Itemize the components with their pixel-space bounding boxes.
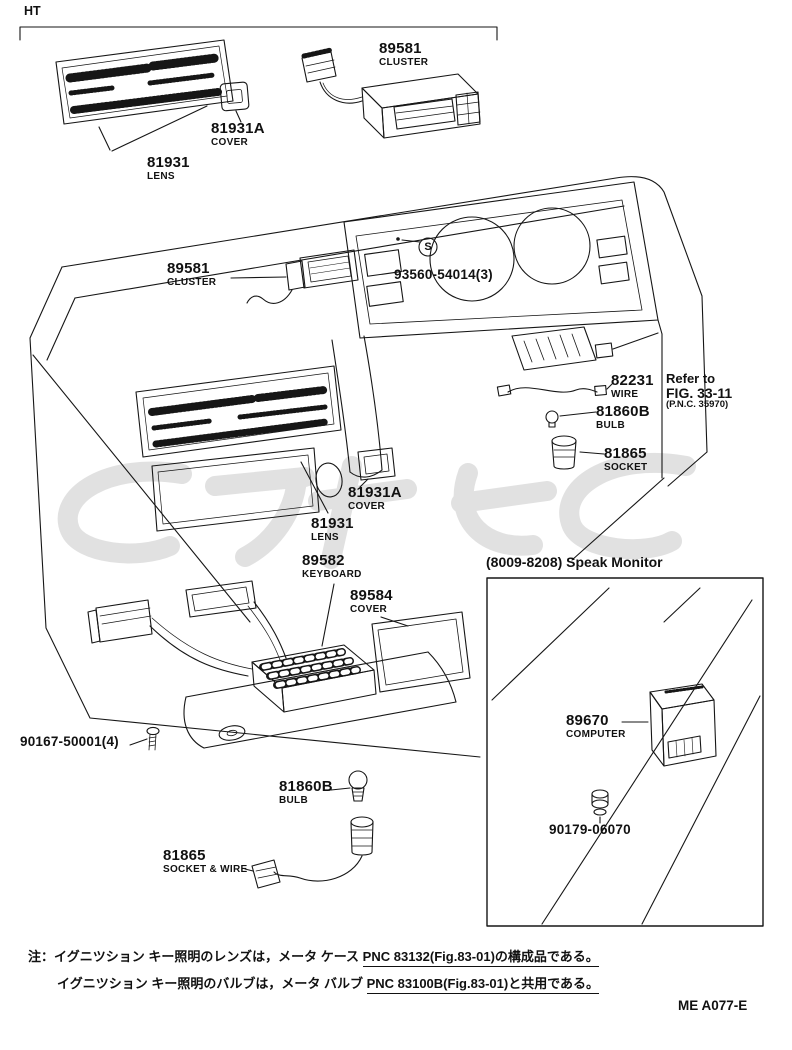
label-grommet: 90179-06070 [549, 822, 631, 837]
module-part [185, 580, 287, 661]
cover-part-top [219, 81, 250, 123]
screw-symbol-s: S [421, 240, 435, 254]
part-number: 89581 [167, 260, 210, 277]
speak-monitor-title-text: (8009-8208) Speak Monitor [486, 554, 663, 570]
part-number: 93560-54014(3) [394, 267, 493, 282]
footnote-1-prefix: 注：イグニツション キー照明のレンズは，メータ ケース [28, 949, 363, 964]
section-code: HT [24, 4, 41, 18]
lens-part-mid [135, 365, 342, 514]
footnote-2-prefix: イグニツション キー照明のバルブは，メータ バルブ [57, 976, 367, 991]
connector-part [87, 599, 253, 677]
refer-line-1: Refer to [666, 371, 716, 386]
part-number: 90179-06070 [549, 822, 631, 837]
part-number: 89581 [379, 40, 422, 57]
document-code: ME A077-E [678, 998, 748, 1013]
part-number: 81931 [147, 154, 190, 171]
label-socket-right: 81865 SOCKET [604, 446, 647, 473]
part-number: 81860B [596, 403, 650, 420]
bulb-part-low [330, 770, 368, 802]
part-name: BULB [279, 794, 308, 806]
lens-part-top [55, 39, 234, 152]
top-bracket [19, 26, 498, 41]
label-socket-wire: 81865 SOCKET & WIRE [163, 848, 247, 875]
part-name: CLUSTER [379, 56, 429, 68]
part-name: LENS [311, 531, 339, 543]
label-computer: 89670 COMPUTER [566, 713, 626, 740]
label-screws-low: 90167-50001(4) [20, 734, 119, 749]
label-lens-mid: 81931 LENS [311, 516, 354, 543]
part-number: 81931A [211, 120, 265, 137]
part-name: SOCKET & WIRE [163, 863, 248, 875]
part-name: COVER [211, 136, 249, 148]
part-number: 81931A [348, 484, 402, 501]
part-name: KEYBOARD [302, 568, 362, 580]
dashboard-outline [29, 176, 708, 758]
part-name: COVER [348, 500, 386, 512]
screw-symbol-text: S [424, 241, 432, 253]
part-name: LENS [147, 170, 175, 182]
document-code-text: ME A077-E [678, 998, 748, 1013]
label-lens-top: 81931 LENS [147, 155, 190, 182]
cover-part-mid [357, 447, 396, 488]
defroster-grille [511, 326, 659, 371]
part-number: 89670 [566, 712, 609, 729]
part-name: COMPUTER [566, 728, 626, 740]
label-cluster-mid: 89581 CLUSTER [167, 261, 216, 288]
keyboard-tray [183, 651, 457, 749]
instrument-binnacle [343, 181, 659, 339]
part-number: 89584 [350, 587, 393, 604]
footnote-2-ref: PNC 83100B(Fig.83-01)と共用である。 [366, 976, 600, 994]
speak-monitor-box [486, 577, 764, 927]
refer-line-3: (P.N.C. 35970) [666, 399, 729, 411]
part-number: 90167-50001(4) [20, 734, 119, 749]
screw-symbol-leader [401, 237, 438, 257]
part-name: WIRE [611, 388, 639, 400]
part-number: 82231 [611, 372, 654, 389]
label-wire: 82231 WIRE [611, 373, 654, 400]
footnote-1-ref: PNC 83132(Fig.83-01)の構成品である。 [362, 949, 599, 967]
screw-part [129, 726, 160, 751]
refer-line-2: FIG. 33-11 [666, 384, 733, 401]
label-bulb-right: 81860B BULB [596, 404, 650, 431]
socket-wire-part [244, 816, 374, 889]
label-screw-set: 93560-54014(3) [394, 267, 493, 282]
part-number: 81865 [604, 445, 647, 462]
part-number: 89582 [302, 552, 345, 569]
part-name: COVER [350, 603, 388, 615]
footnote-line-1: 注：イグニツション キー照明のレンズは，メータ ケース PNC 83132(Fi… [28, 946, 599, 967]
label-keyboard: 89582 KEYBOARD [302, 553, 362, 580]
steering-column [331, 335, 383, 478]
keyboard-part [251, 583, 377, 713]
label-cover-mid: 81931A COVER [348, 485, 402, 512]
grommet-part [591, 789, 609, 824]
speak-monitor-title: (8009-8208) Speak Monitor [486, 555, 663, 570]
label-bulb-low: 81860B BULB [279, 779, 333, 806]
cluster-part-top [301, 47, 481, 139]
footnote-line-2: イグニツション キー照明のバルブは，メータ バルブ PNC 83100B(Fig… [57, 973, 600, 994]
bulb-part-right [545, 410, 597, 428]
part-number: 81931 [311, 515, 354, 532]
label-cover-top: 81931A COVER [211, 121, 265, 148]
part-number: 81860B [279, 778, 333, 795]
wire-part [496, 382, 614, 397]
cover-part-low [371, 611, 471, 693]
console-opening [151, 447, 343, 532]
socket-part-right [551, 435, 605, 470]
refer-note: Refer to FIG. 33-11 (P.N.C. 35970) [666, 372, 732, 410]
label-cluster-top: 89581 CLUSTER [379, 41, 428, 68]
cluster-part-mid [230, 249, 359, 304]
watermark [57, 452, 696, 569]
section-code-text: HT [24, 4, 41, 18]
computer-part [621, 683, 717, 767]
label-cover-low: 89584 COVER [350, 588, 393, 615]
part-name: SOCKET [604, 461, 648, 473]
part-name: CLUSTER [167, 276, 217, 288]
part-number: 81865 [163, 847, 206, 864]
part-name: BULB [596, 419, 625, 431]
